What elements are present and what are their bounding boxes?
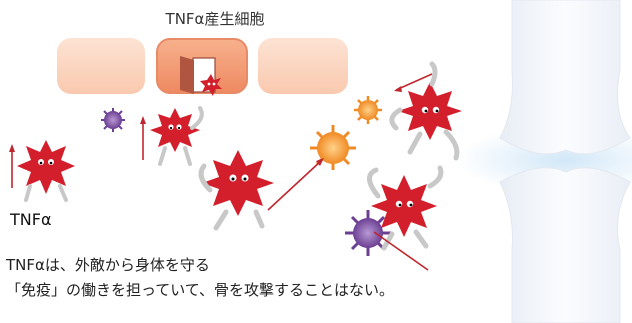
producer-cell-right [258, 38, 348, 94]
tnf-character-icon [198, 150, 324, 231]
tnf-molecule-small [200, 74, 222, 96]
caption-line-1: TNFαは、外敵から身体を守る [6, 256, 210, 274]
virus-orange-icon [354, 96, 382, 124]
virus-orange-icon [310, 125, 356, 170]
diagram-title: TNFα産生細胞 [165, 10, 265, 28]
virus-purple-icon [101, 108, 125, 132]
tnf-character-icon [9, 140, 75, 202]
tnf-character-icon [389, 61, 462, 161]
virus-purple-icon [345, 210, 391, 256]
tnf-character-icon [140, 106, 204, 166]
producer-cell-left [57, 38, 145, 94]
tnf-character-icon [367, 165, 444, 271]
tnfa-label: TNFα [10, 210, 52, 229]
joint-bones [455, 0, 632, 323]
caption-line-2: 「免疫」の働きを担っていて、骨を攻撃することはない。 [6, 281, 395, 299]
